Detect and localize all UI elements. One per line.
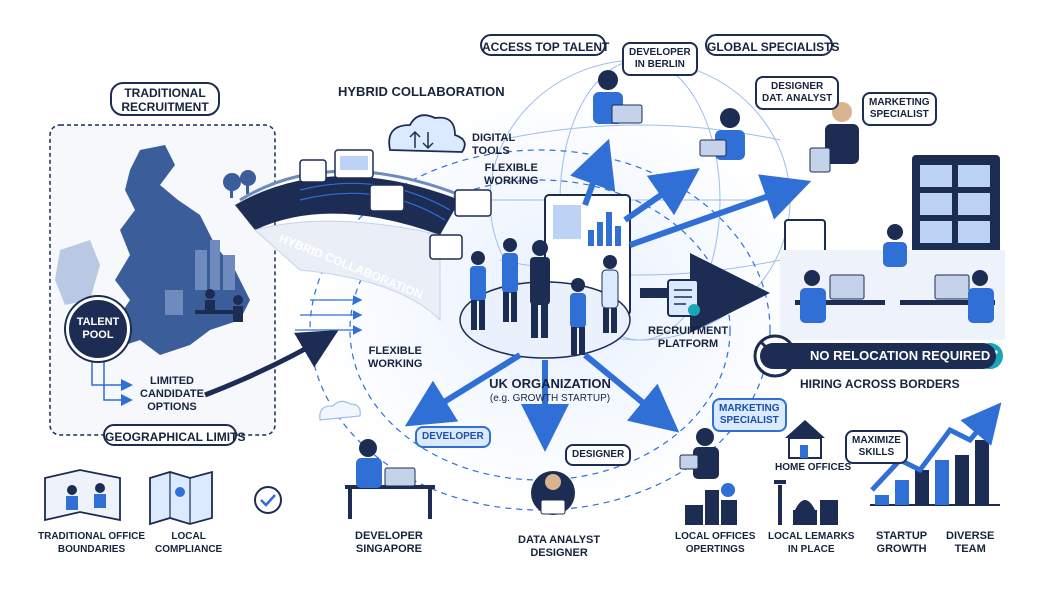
house-icon — [785, 420, 825, 459]
central-screen-chart — [588, 212, 621, 246]
office-desks — [795, 224, 995, 323]
ireland-map — [55, 240, 100, 305]
designer-bubble: DESIGNER — [565, 444, 632, 466]
traditional-office-boundaries-label: TRADITIONAL OFFICE BOUNDARIES — [38, 531, 146, 555]
uk-organization-label: UK ORGANIZATION — [489, 376, 611, 391]
data-analyst-designer-label: DATA ANALYST DESIGNER — [518, 534, 601, 559]
talent-pool-badge: TALENT POOL — [66, 297, 130, 361]
access-top-talent-label: ACCESS TOP TALENT — [480, 34, 609, 56]
flexible-working-top-label: FLEXIBLE WORKING — [484, 162, 539, 187]
diverse-team-label: DIVERSE TEAM — [946, 530, 995, 555]
chart-icon — [870, 402, 1002, 506]
traditional-to-center-arrow — [204, 329, 339, 398]
marketing-specialist-figure — [809, 102, 859, 173]
map-icon — [149, 470, 213, 526]
local-landmarks-label: LOCAL LEMARKS IN PLACE — [768, 531, 855, 555]
floating-screens — [299, 149, 492, 260]
designer-figure — [699, 108, 745, 160]
marketing-specialist-top-bubble: MARKETING SPECIALIST — [862, 92, 937, 126]
limited-candidate-options-label: LIMITED CANDIDATE OPTIONS — [140, 375, 204, 413]
city-buildings — [165, 240, 235, 315]
developer-singapore-figure — [345, 439, 435, 519]
team-people — [470, 238, 619, 355]
check-icon-bottom — [254, 486, 282, 514]
document-icon — [667, 279, 700, 317]
global-specialists-label: GLOBAL SPECIALISTS — [705, 34, 839, 56]
developer-singapore-label: DEVELOPER SINGAPORE — [355, 530, 423, 555]
office-screen — [784, 219, 826, 256]
data-analyst-figure — [531, 471, 575, 515]
maximize-skills-bubble: MAXIMIZE SKILLS — [845, 430, 908, 464]
video-tiles — [920, 165, 990, 243]
uk-organization-subtitle: (e.g. GROWTH STARTUP) — [489, 393, 611, 404]
outward-arrows — [404, 138, 812, 452]
geographical-limits-label: GEOGRAPHICAL LIMITS — [103, 424, 245, 446]
home-offices-label: HOME OFFICES — [775, 462, 852, 473]
startup-growth-label: STARTUP GROWTH — [876, 530, 928, 555]
landmark-icons — [774, 480, 838, 525]
flexible-working-mid-label: FLEXIBLE WORKING — [368, 345, 423, 370]
marketing-specialist-bottom-figure — [679, 428, 719, 479]
office-boundaries-icon — [44, 469, 121, 522]
talent-pool-arrows — [91, 352, 133, 406]
developer-berlin-figure — [593, 70, 643, 124]
digital-tools-label: DIGITAL TOOLS — [472, 132, 516, 157]
local-offices-openings-label: LOCAL OFFICES OPERTINGS — [675, 531, 756, 555]
office-desk — [195, 289, 243, 322]
recruitment-platform-label: RECRUITMENT PLATFORM — [648, 325, 729, 350]
map-tree-icons — [223, 170, 256, 198]
no-relocation-banner: NO RELOCATION REQUIRED — [760, 343, 996, 369]
designer-analyst-bubble: DESIGNER DAT. ANALYST — [755, 76, 840, 110]
hiring-across-borders-label: HIRING ACROSS BORDERS — [800, 377, 960, 391]
local-offices-buildings — [685, 483, 737, 525]
traditional-recruitment-label: TRADITIONAL RECRUITMENT — [110, 82, 220, 116]
bridge-support — [253, 220, 441, 322]
hybrid-collaboration-title: HYBRID COLLABORATION — [338, 84, 505, 99]
developer-bubble: DEVELOPER — [415, 426, 491, 448]
local-compliance-label: LOCAL COMPLIANCE — [155, 531, 223, 555]
marketing-specialist-bottom-bubble: MARKETING SPECIALIST — [712, 398, 787, 432]
developer-berlin-bubble: DEVELOPER IN BERLIN — [622, 42, 698, 76]
small-cloud-icon — [319, 400, 361, 421]
cloud-icon — [388, 114, 466, 153]
